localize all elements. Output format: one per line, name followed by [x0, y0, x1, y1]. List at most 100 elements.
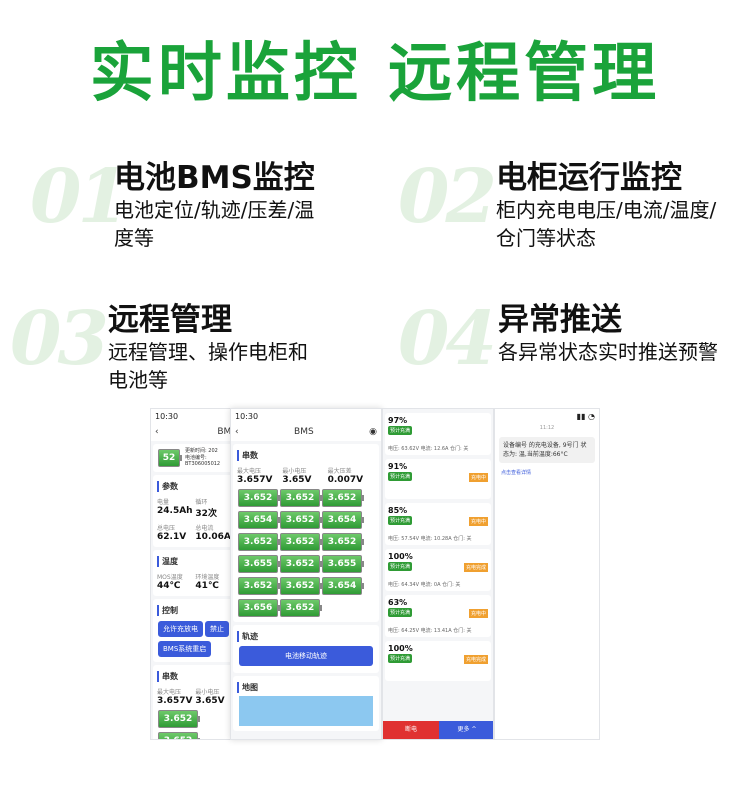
feature-remote-manage: 03 远程管理 远程管理、操作电柜和电池等: [10, 296, 350, 394]
stat-value: 3.65V: [195, 696, 225, 706]
forbid-button[interactable]: 禁止: [205, 621, 229, 637]
feature-number: 03: [10, 296, 109, 382]
feature-desc: 电池定位/轨迹/压差/温度等: [114, 198, 315, 250]
status-bar: ▮▮ ◔: [495, 409, 599, 425]
cell-battery: 3.654: [322, 577, 364, 595]
param-key: 循环: [195, 499, 208, 506]
bms-detail-screen: 10:30 ‹ BMS 52 更新时间: 202 电池编号: BT3060050…: [150, 408, 242, 740]
slot-tag: 预计充满: [388, 562, 413, 571]
slot-cur: 12.6A: [433, 446, 449, 452]
param-value: 24.5Ah: [157, 506, 193, 516]
stat-value: 0.007V: [327, 475, 364, 485]
slot-row[interactable]: 63%预计充满充电中电压: 64.25V 电流: 13.41A 仓门: 关: [385, 595, 491, 637]
headline: 实时监控 远程管理: [89, 37, 661, 111]
slot-alert: 充电中: [468, 609, 488, 618]
slot-alert: 充电中: [468, 517, 488, 526]
slot-row[interactable]: 91%预计充满充电中: [385, 459, 491, 499]
feature-number: 02: [398, 154, 497, 240]
status-bar-time: 10:30: [151, 409, 241, 425]
slot-info: 电压: 63.62V 电流: 12.6A 仓门: 关: [388, 446, 469, 452]
temp-key: MOS温度: [157, 574, 183, 581]
more-button[interactable]: 更多 ^: [439, 721, 493, 739]
bms-reboot-button[interactable]: BMS系统重启: [158, 641, 212, 657]
stat-key: 最小电压: [282, 468, 307, 475]
alert-message[interactable]: 设备编号 的充电设备, 9号门 状态为: 温,当前温度:66°C: [499, 437, 595, 463]
section-title: 串数: [237, 450, 375, 461]
slot-row[interactable]: 100%预计充满充电完成: [385, 641, 491, 681]
slot-cur: 13.41A: [433, 628, 452, 634]
section-title: 串数: [157, 671, 235, 682]
soc-battery-icon: 52: [158, 449, 182, 467]
battery-no-label: 电池编号:: [185, 455, 207, 461]
param-value: 10.06A: [195, 532, 231, 542]
slot-door: 关: [466, 536, 472, 542]
back-icon[interactable]: ‹: [155, 427, 159, 437]
stat-value: 3.65V: [282, 475, 312, 485]
map-view[interactable]: [239, 696, 373, 726]
stat-key: 最大压差: [327, 468, 352, 475]
slot-row[interactable]: 85%预计充满充电中电压: 57.54V 电流: 10.28A 仓门: 关: [385, 503, 491, 545]
nav-title: BMS: [217, 427, 237, 437]
slot-tag: 预计充满: [388, 608, 413, 617]
cabinet-slots-screen: 97%预计充满电压: 63.62V 电流: 12.6A 仓门: 关 91%预计充…: [382, 408, 494, 740]
allow-charge-button[interactable]: 允许充放电: [158, 621, 203, 637]
slot-soc: 100%: [388, 552, 413, 561]
cell-battery: 3.652: [280, 577, 322, 595]
feature-number: 04: [398, 296, 497, 382]
slot-soc: 63%: [388, 598, 408, 607]
slot-info: 电压: 57.54V 电流: 10.28A 仓门: 关: [388, 536, 472, 542]
power-off-button[interactable]: 断电: [383, 721, 439, 739]
section-title: 控制: [157, 605, 235, 616]
slot-door: 关: [455, 582, 461, 588]
param-value: 32次: [195, 509, 217, 519]
status-bar-time: 10:30: [231, 409, 381, 425]
nav-bar: ‹ BMS: [151, 425, 241, 441]
stat-key: 最小电压: [195, 689, 220, 696]
temp-value: 44℃: [157, 581, 181, 591]
track-card: 轨迹 电池移动轨迹: [233, 625, 379, 673]
slot-volt: 63.62V: [401, 446, 420, 452]
bottom-actions: 断电 更多 ^: [383, 721, 493, 739]
slot-row[interactable]: 100%预计充满充电完成电压: 64.34V 电流: 0A 仓门: 关: [385, 549, 491, 591]
feature-cabinet-monitor: 02 电柜运行监控 柜内充电电压/电流/温度/仓门等状态: [398, 154, 738, 252]
more-icon[interactable]: ◉: [369, 427, 377, 437]
slot-soc: 100%: [388, 644, 413, 653]
cell-battery: 3.652: [238, 489, 280, 507]
battery-track-button[interactable]: 电池移动轨迹: [239, 646, 373, 666]
back-icon[interactable]: ‹: [235, 427, 239, 437]
cell-battery: 3.652: [322, 533, 364, 551]
feature-title: 远程管理: [108, 302, 232, 338]
feature-alert-push: 04 异常推送 各异常状态实时推送预警: [398, 296, 738, 382]
stat-key: 最大电压: [237, 468, 262, 475]
feature-title: 异常推送: [498, 302, 622, 338]
slot-tag: 预计充满: [388, 516, 413, 525]
feature-bms-monitor: 01 电池BMS监控 电池定位/轨迹/压差/温度等: [30, 154, 370, 252]
slot-tag: 预计充满: [388, 654, 413, 663]
cell-battery: 3.652: [238, 533, 280, 551]
battery-summary: 52 更新时间: 202 电池编号: BT306005012: [153, 444, 239, 472]
nav-bar: ‹BMS◉: [231, 425, 381, 441]
slot-row[interactable]: 97%预计充满电压: 63.62V 电流: 12.6A 仓门: 关: [385, 413, 491, 455]
alert-chat-screen: ▮▮ ◔ 11:12 设备编号 的充电设备, 9号门 状态为: 温,当前温度:6…: [494, 408, 600, 740]
cell-battery: 3.652: [238, 577, 280, 595]
param-value: 62.1V: [157, 532, 187, 542]
cell-battery: 3.652: [280, 555, 322, 573]
slot-volt: 57.54V: [401, 536, 420, 542]
cell-battery: 3.656: [238, 599, 280, 617]
slot-door: 关: [466, 628, 472, 634]
detail-link[interactable]: 点击查看详情: [501, 470, 532, 476]
slot-cur: 0A: [433, 582, 441, 588]
slot-info: 电压: 64.34V 电流: 0A 仓门: 关: [388, 582, 461, 588]
feature-title: 电柜运行监控: [496, 160, 682, 196]
cell-battery: 3.655: [322, 555, 364, 573]
